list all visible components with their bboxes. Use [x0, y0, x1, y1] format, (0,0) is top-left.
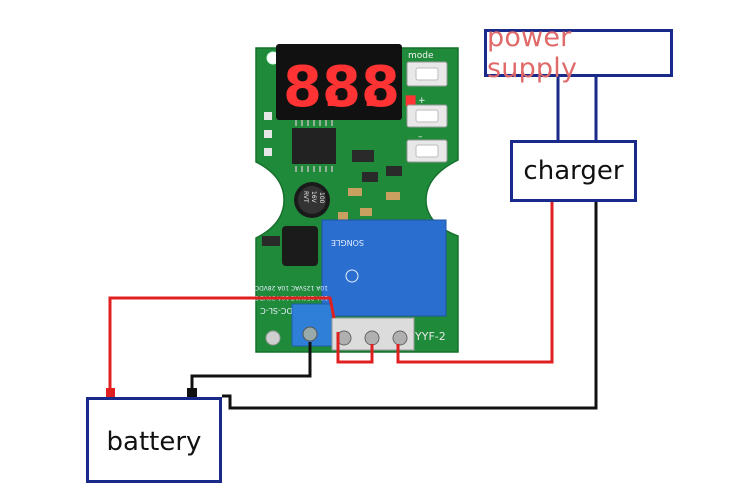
mode-button: [406, 61, 448, 87]
controller-chip: [292, 128, 336, 164]
mode-label: mode: [408, 51, 434, 61]
svg-text:16V: 16V: [310, 191, 317, 204]
power-supply-box: power supply: [484, 22, 673, 84]
red-wires: [108, 202, 554, 392]
display-digit-2: 8.: [322, 55, 382, 120]
battery-box: battery: [86, 397, 222, 483]
svg-text:SONGLE: SONGLE: [331, 238, 364, 247]
svg-text:100: 100: [318, 192, 325, 204]
power-terminal: [291, 303, 333, 347]
svg-text:RVT: RVT: [302, 191, 309, 203]
battery-negative-terminal: [187, 388, 197, 398]
minus-label: –: [418, 132, 423, 142]
board-label: YYF-2: [414, 330, 446, 343]
charger-label: charger: [523, 156, 624, 186]
capacitor: 100 16V RVT: [294, 182, 330, 218]
supply-wires: [556, 77, 598, 142]
black-wires: [190, 202, 598, 410]
svg-text:10A 125VAC 10A 28VDC: 10A 125VAC 10A 28VDC: [255, 284, 328, 291]
charger-box: charger: [510, 140, 637, 202]
battery-positive-terminal: [106, 388, 115, 397]
display-digit-1: 8.: [283, 55, 343, 120]
plus-button: [406, 104, 448, 128]
seven-segment-display: [276, 44, 402, 120]
battery-label: battery: [106, 427, 202, 457]
relay-module: 8. 8. 8. mode + –: [255, 44, 459, 353]
minus-button: [406, 139, 448, 163]
power-supply-label: power supply: [487, 22, 578, 84]
plus-label: +: [418, 96, 426, 106]
inductor: [282, 226, 318, 266]
